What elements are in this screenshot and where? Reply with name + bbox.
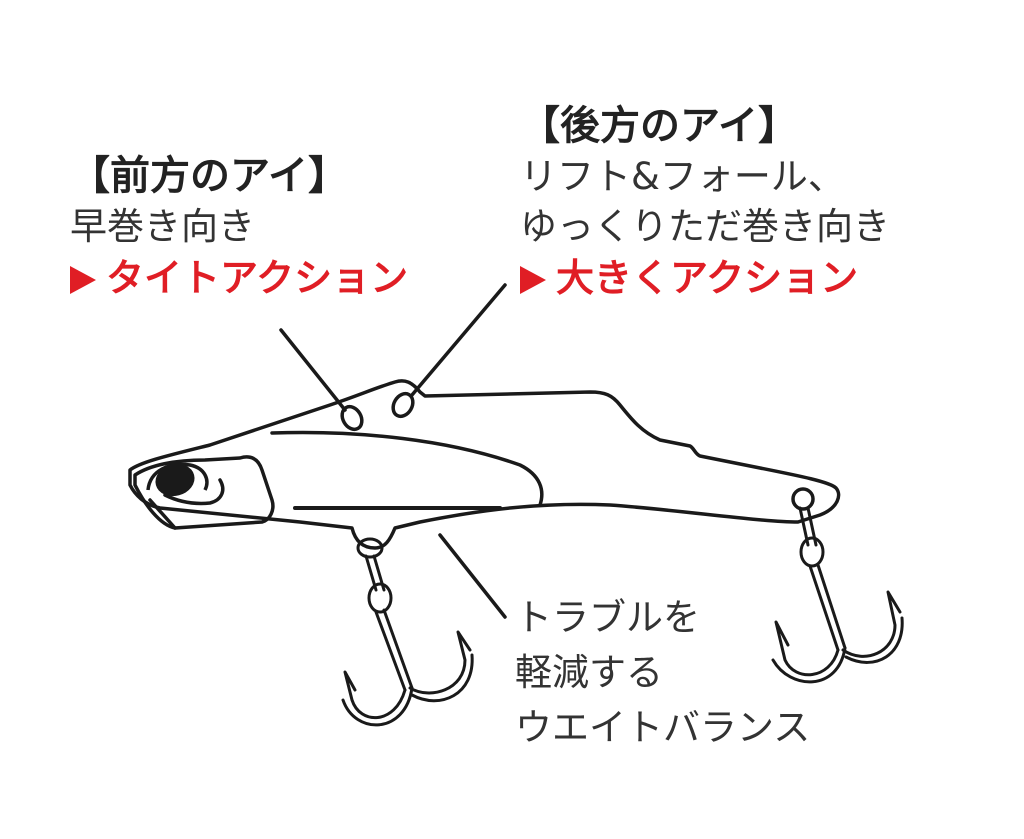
front-treble-hook (341, 537, 474, 727)
weight-balance-line-2: 軽減する (515, 651, 663, 694)
rear-eye-callout: 【後方のアイ】 リフト&フォール、 ゆっくりただ巻き向き 大きくアクション (520, 100, 890, 304)
rear-eye-heading: 【後方のアイ】 (520, 103, 798, 149)
lure-eye (146, 462, 209, 497)
leader-line-weight-balance (438, 533, 507, 619)
front-eye-heading: 【前方のアイ】 (70, 153, 348, 199)
leader-line-rear-eye (410, 283, 507, 397)
leader-line-front-eye (279, 328, 347, 412)
front-eye-effect-text: タイトアクション (106, 256, 409, 300)
front-line-eye (340, 404, 364, 432)
lure-side-line-upper (270, 430, 544, 507)
tail-treble-hook (771, 506, 904, 684)
tail-hook-hanger (791, 487, 815, 511)
front-eye-description: 早巻き向き (70, 205, 255, 248)
rear-eye-description-line-2: ゆっくりただ巻き向き (520, 205, 890, 248)
red-triangle-right-icon (520, 266, 546, 294)
rear-line-eye (391, 391, 415, 419)
rear-eye-effect: 大きくアクション (520, 252, 890, 304)
front-eye-callout: 【前方のアイ】 早巻き向き タイトアクション (70, 150, 408, 304)
rear-eye-description-line-1: リフト&フォール、 (520, 155, 845, 198)
weight-balance-line-1: トラブルを (515, 596, 700, 639)
lure-head-plate (133, 455, 275, 530)
red-triangle-right-icon (70, 266, 96, 294)
weight-balance-callout: トラブルを 軽減する ウエイトバランス (515, 590, 810, 755)
weight-balance-line-3: ウエイトバランス (515, 706, 811, 749)
front-eye-effect: タイトアクション (70, 252, 408, 304)
rear-eye-effect-text: 大きくアクション (556, 256, 859, 300)
